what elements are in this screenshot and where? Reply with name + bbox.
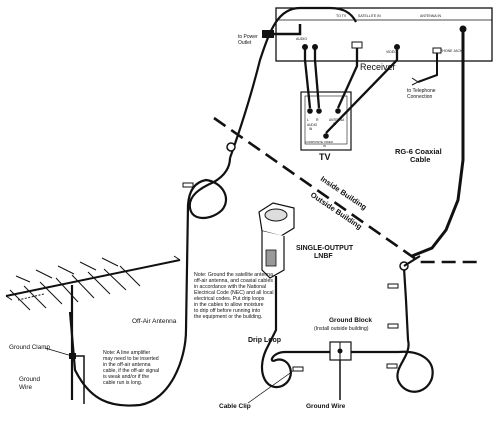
tv-jack-r: R <box>316 118 319 122</box>
satellite-note: Note: Ground the satellite antenna, off-… <box>194 272 274 320</box>
off-air-antenna-label: Off-Air Antenna <box>132 318 177 325</box>
tv-label: TV <box>319 152 331 162</box>
svg-text:in the off-air antenna: in the off-air antenna <box>103 362 151 368</box>
tv-video-jack <box>323 133 329 139</box>
svg-text:cable, if the off-air signal: cable, if the off-air signal <box>103 368 159 374</box>
power-plug <box>262 30 274 38</box>
svg-text:cable run is long.: cable run is long. <box>103 380 142 386</box>
ground-wire-bottom-label: Ground Wire <box>306 403 346 410</box>
receiver-phone-jack <box>432 47 442 54</box>
receiver-jack-satellite-in: SATELLITE IN <box>358 14 381 18</box>
ground-wire-left <box>73 355 85 404</box>
to-power-outlet-line2: Outlet <box>238 40 252 46</box>
ground-wire-left-line2: Wire <box>19 384 32 391</box>
off-air-antenna <box>5 255 181 400</box>
tv-video-label-line1: COMPOSITE VIDEO <box>305 140 334 144</box>
lnbf-label-line1: SINGLE-OUTPUT <box>296 245 354 252</box>
ground-block-terminal <box>337 348 343 354</box>
cable-clip-left <box>182 182 194 188</box>
receiver-box <box>275 7 493 62</box>
cable-clip-label: Cable Clip <box>219 403 251 410</box>
svg-text:Electrical Code (NEC) and all: Electrical Code (NEC) and all local <box>194 290 274 296</box>
cable-clip-right-upper <box>387 283 399 289</box>
off-air-cable-to-receiver <box>228 6 357 159</box>
receiver-video-jack <box>394 44 400 50</box>
receiver-jack-video: VIDEO <box>386 50 397 54</box>
tv-audio-in-line2: IN <box>309 127 313 131</box>
amp-note: Note: A line amplifier may need to be in… <box>103 350 159 386</box>
lnbf <box>258 202 295 279</box>
svg-text:Note: Ground the satellite an: Note: Ground the satellite antenna, <box>194 272 274 278</box>
ground-clamp-label: Ground Clamp <box>9 344 50 351</box>
to-power-outlet-line1: to Power <box>238 34 258 40</box>
svg-text:in the cables to allow moistur: in the cables to allow moisture <box>194 302 264 308</box>
ground-block-label: Ground Block <box>329 317 372 324</box>
rg6-cable-to-receiver <box>411 29 465 258</box>
power-cord <box>274 24 302 36</box>
tv-audio-jack-l <box>307 108 313 114</box>
svg-text:the equipment or the building.: the equipment or the building. <box>194 314 262 320</box>
tv-jack-l: L <box>307 118 309 122</box>
phone-plug <box>411 77 419 86</box>
tv-audio-jack-r <box>316 108 322 114</box>
cable-clip-leader <box>247 370 294 404</box>
cable-clip <box>292 366 304 372</box>
ground-clamp <box>69 353 76 359</box>
satellite-cable-wall-link <box>403 255 421 267</box>
off-air-cable <box>68 157 232 407</box>
receiver-jack-to-tv: TO TV <box>336 14 347 18</box>
svg-text:may need to be inserted: may need to be inserted <box>103 356 159 362</box>
svg-text:electrical codes. Put drip lo: electrical codes. Put drip loops <box>194 296 265 302</box>
video-cable <box>325 50 399 134</box>
tv-antenna-jack <box>335 108 341 114</box>
to-telephone-line1: to Telephone <box>407 88 436 94</box>
ground-wire-left-line1: Ground <box>19 376 41 383</box>
ground-block-sublabel: (Install outside building) <box>314 326 369 332</box>
rg6-label-line1: RG-6 Coaxial <box>395 147 442 156</box>
svg-text:off-air antenna, and coaxial c: off-air antenna, and coaxial cables <box>194 278 273 284</box>
tv-panel <box>304 95 348 145</box>
svg-text:to drip off before running int: to drip off before running into <box>194 308 260 314</box>
to-telephone-line2: Connection <box>407 94 433 100</box>
svg-text:is weak and/or if the: is weak and/or if the <box>103 374 149 380</box>
svg-text:Note: A line amplifier: Note: A line amplifier <box>103 350 151 356</box>
lnbf-cable <box>260 276 330 389</box>
receiver-jack-phone: PHONE JACK <box>440 49 463 53</box>
rg6-label-line2: Cable <box>410 155 430 164</box>
antenna-cable-to-tv <box>336 48 359 109</box>
svg-text:in accordance with the Nationa: in accordance with the National <box>194 284 266 290</box>
ground-block-cable-out <box>351 267 434 393</box>
receiver-jack-audio: AUDIO <box>296 37 307 41</box>
audio-cable-r <box>313 47 321 109</box>
phone-cable <box>417 53 438 83</box>
cable-clip-right-lower <box>387 323 399 329</box>
wall-entry-antenna <box>226 142 236 152</box>
lnbf-label-line2: LNBF <box>314 253 333 260</box>
ground-clamp-leader <box>44 347 73 357</box>
tv-audio-in-line1: AUDIO <box>307 123 318 127</box>
audio-cable-l <box>303 47 312 109</box>
tv-video-label-line2: IN <box>323 144 326 148</box>
tv-box <box>300 91 352 151</box>
cable-clip-right-loop <box>386 363 398 369</box>
receiver-coax-out-jack <box>351 41 363 49</box>
receiver-jack-antenna: ANTENNA IN <box>420 14 441 18</box>
receiver-label: Receiver <box>360 62 396 72</box>
drip-loop-label: Drip Loop <box>248 337 281 344</box>
